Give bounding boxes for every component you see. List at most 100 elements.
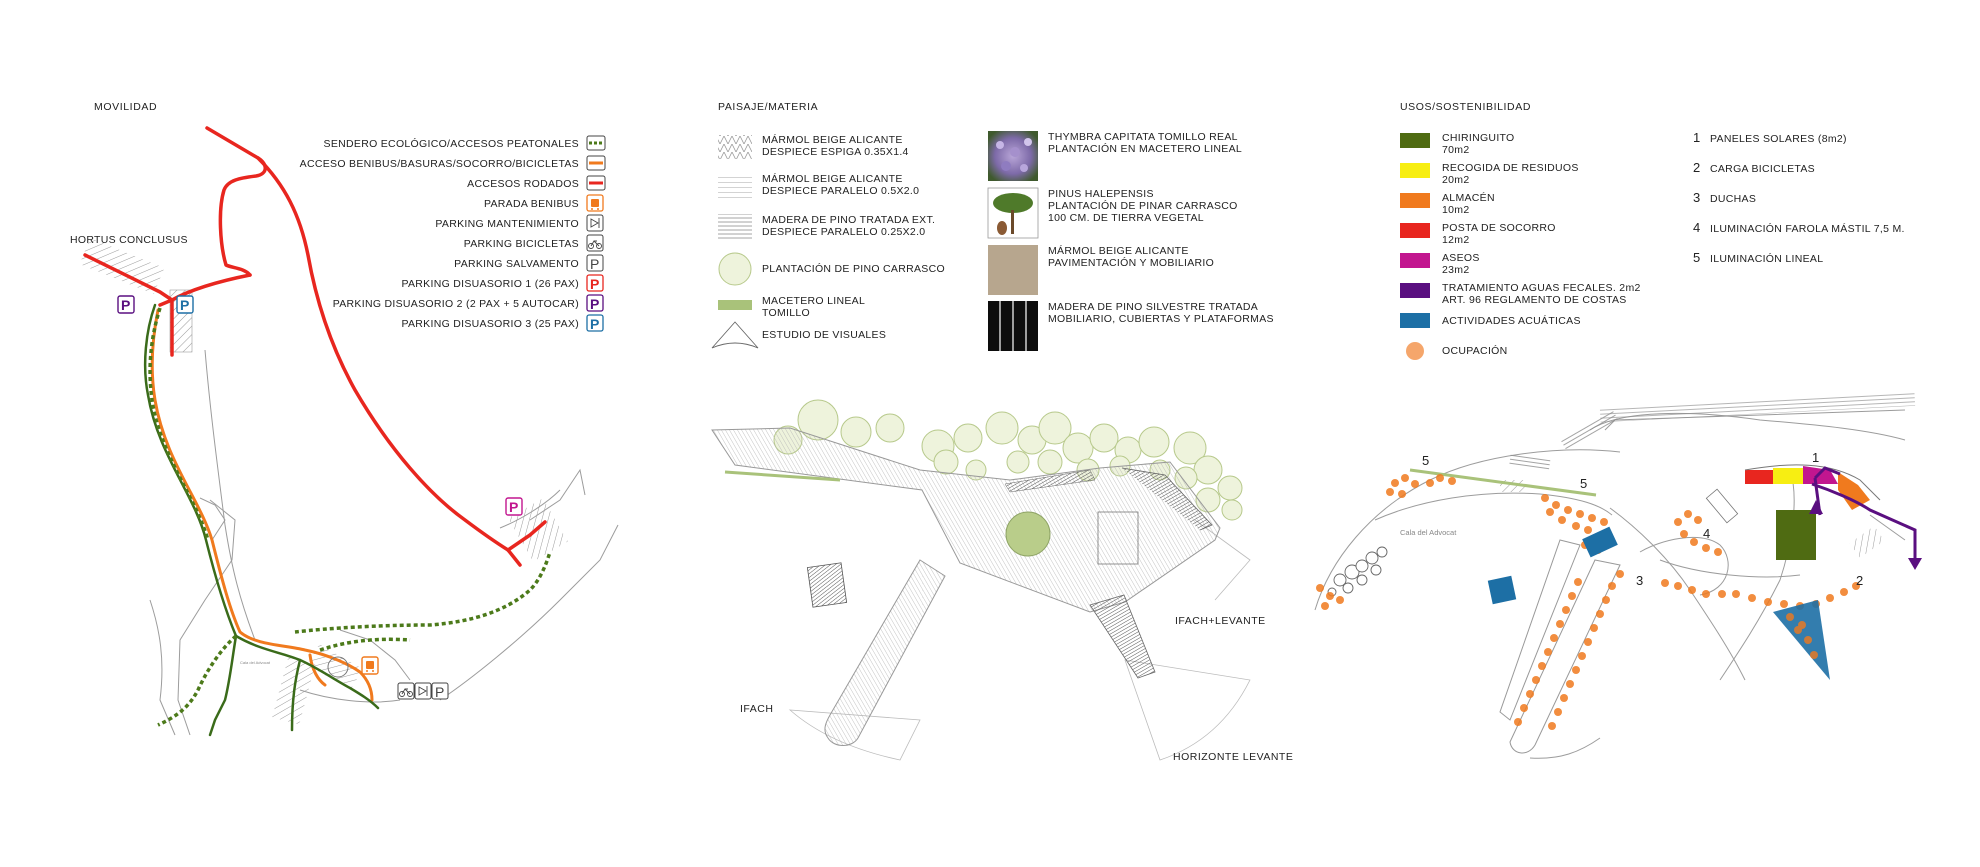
- usos-pier-2: [1499, 539, 1581, 721]
- legend-label-bus-stop: PARADA BENIBUS: [484, 198, 579, 210]
- view-cone-levante: [1124, 659, 1251, 761]
- legend-socorro: POSTA DE SOCORRO: [1442, 222, 1556, 234]
- marble-texture-icon: [988, 245, 1038, 295]
- parallel-swatch-icon: [718, 173, 752, 199]
- pine-tree-icon: [987, 187, 1039, 239]
- dashed-green-line-icon: [586, 135, 606, 151]
- legend-herringbone-line2: DESPIECE ESPIGA 0.35X1.4: [762, 146, 909, 158]
- swatch-aguas-fecales: [1400, 283, 1430, 298]
- tree-circle-icon: [718, 252, 752, 286]
- swatch-socorro: [1400, 223, 1430, 238]
- parking-blue-map-icon: P: [176, 295, 194, 314]
- parking-purple-icon: P: [586, 294, 604, 312]
- legend-thyme-line2: PLANTACIÓN EN MACETERO LINEAL: [1048, 142, 1242, 155]
- small-building: [806, 562, 848, 608]
- legend-number-5: 5: [1693, 250, 1701, 265]
- usos-title: USOS/SOSTENIBILIDAD: [1400, 101, 1531, 113]
- legend-dark-wood-line2: MOBILIARIO, CUBIERTAS Y PLATAFORMAS: [1048, 313, 1274, 325]
- legend-pine-line1: PINUS HALEPENSIS: [1048, 188, 1154, 200]
- legend-aguas-fecales: TRATAMIENTO AGUAS FECALES. 2m2: [1442, 282, 1641, 294]
- legend-actividades-acuaticas: ACTIVIDADES ACUÁTICAS: [1442, 314, 1581, 327]
- small-road-label: Cala del Advocat: [240, 660, 271, 665]
- legend-aguas-fecales-note: ART. 96 REGLAMENTO DE COSTAS: [1442, 294, 1627, 306]
- herringbone-swatch-icon: [718, 135, 752, 159]
- bus-map-icon: [361, 656, 379, 675]
- maintenance-icon: [586, 214, 604, 232]
- usos-rocks: [1327, 546, 1388, 597]
- red-line-icon: [586, 175, 606, 191]
- planter-icon: [718, 300, 752, 310]
- legend-residuos: RECOGIDA DE RESIDUOS: [1442, 162, 1579, 174]
- swatch-aseos: [1400, 253, 1430, 268]
- occupancy-dots: [1316, 474, 1860, 730]
- legend-planter-line1: MACETERO LINEAL: [762, 295, 865, 307]
- usos-stairs: [1500, 391, 1916, 558]
- paisaje-section: PAISAJE/MATERIA MÁRMOL BEIGE ALICANTE DE…: [711, 101, 1293, 763]
- svg-text:P: P: [121, 297, 130, 313]
- parking-white-map-icon: P: [431, 682, 449, 700]
- parking-red-icon: P: [586, 274, 604, 292]
- view-cone-icon: [711, 321, 759, 349]
- sewage-outlet-arrow: [1908, 558, 1922, 570]
- activity-zone: [1773, 600, 1830, 680]
- legend-almacen: ALMACÉN: [1442, 191, 1495, 204]
- parking-white-icon: P: [586, 254, 604, 272]
- legend-pine-line3: 100 CM. DE TIERRA VEGETAL: [1048, 212, 1204, 224]
- legend-residuos-area: 20m2: [1442, 174, 1469, 186]
- services-strip: [1744, 464, 1881, 510]
- legend-socorro-area: 12m2: [1442, 234, 1469, 246]
- swatch-residuos: [1400, 163, 1430, 178]
- view-label-horizonte-levante: HORIZONTE LEVANTE: [1173, 751, 1293, 763]
- planter-strip: [724, 470, 841, 482]
- water-activities-kiosk-1: [1582, 526, 1618, 558]
- legend-label-parking-1: PARKING DISUASORIO 1 (26 PAX): [401, 278, 579, 290]
- legend-label-ecological-path: SENDERO ECOLÓGICO/ACCESOS PEATONALES: [324, 137, 579, 150]
- parking-purple-map-icon: P: [117, 295, 135, 314]
- map-number-1: 1: [1812, 450, 1820, 465]
- pine-trees: [773, 399, 1243, 521]
- usos-plan: Cala del Advocat 5 5 1 2 3 4: [1314, 391, 1922, 759]
- map-number-5a: 5: [1422, 453, 1430, 468]
- legend-marble-line2: PAVIMENTACIÓN Y MOBILIARIO: [1048, 256, 1214, 269]
- orange-line-icon: [586, 155, 606, 171]
- maintenance-map-icon: [414, 682, 432, 700]
- bus-icon: [586, 194, 604, 212]
- legend-tree-line1: PLANTACIÓN DE PINO CARRASCO: [762, 262, 945, 275]
- movilidad-section: MOVILIDAD: [70, 101, 619, 737]
- roundabout: [327, 656, 349, 678]
- paisaje-legend-left: MÁRMOL BEIGE ALICANTE DESPIECE ESPIGA 0.…: [711, 133, 945, 349]
- legend-label-rescue-parking: PARKING SALVAMENTO: [454, 258, 579, 270]
- usos-section: USOS/SOSTENIBILIDAD CHIRINGUITO 70m2 REC…: [1314, 101, 1922, 759]
- view-label-ifach: IFACH: [740, 703, 773, 715]
- bicycle-icon: [586, 234, 604, 252]
- legend-label-bicycle-parking: PARKING BICICLETAS: [464, 238, 579, 250]
- paisaje-legend-right: THYMBRA CAPITATA TOMILLO REAL PLANTACIÓN…: [987, 131, 1274, 351]
- paisaje-plan: IFACH+LEVANTE IFACH HORIZONTE LEVANTE: [711, 399, 1293, 763]
- legend-bike-charging: CARGA BICICLETAS: [1710, 163, 1815, 175]
- legend-marble-line1: MÁRMOL BEIGE ALICANTE: [1048, 244, 1189, 257]
- legend-label-benibus-access: ACCESO BENIBUS/BASURAS/SOCORRO/BICICLETA…: [300, 158, 579, 170]
- wood-deck-top: [1121, 467, 1213, 531]
- map-number-3: 3: [1636, 573, 1644, 588]
- svg-text:P: P: [590, 256, 599, 272]
- kiosk-outline: [1097, 511, 1139, 565]
- swatch-chiringuito: [1400, 133, 1430, 148]
- hortus-conclusus-label: HORTUS CONCLUSUS: [70, 234, 188, 246]
- parking-blue-icon: P: [586, 314, 604, 332]
- svg-text:P: P: [435, 684, 444, 700]
- legend-number-1: 1: [1693, 130, 1701, 145]
- legend-number-3: 3: [1693, 190, 1701, 205]
- pier-south-west: [824, 559, 946, 746]
- movilidad-terrain: [149, 349, 619, 736]
- legend-linear-lighting: ILUMINACIÓN LINEAL: [1710, 252, 1823, 265]
- thyme-photo-icon: [988, 131, 1038, 181]
- legend-chiringuito: CHIRINGUITO: [1442, 132, 1515, 144]
- legend-number-4: 4: [1693, 220, 1701, 235]
- legend-almacen-area: 10m2: [1442, 204, 1469, 216]
- bicycle-map-icon: [397, 682, 415, 700]
- legend-label-parking-2: PARKING DISUASORIO 2 (2 PAX + 5 AUTOCAR): [333, 298, 579, 310]
- legend-aseos: ASEOS: [1442, 252, 1480, 264]
- legend-planter-line2: TOMILLO: [762, 307, 810, 319]
- legend-pine-line2: PLANTACIÓN DE PINAR CARRASCO: [1048, 199, 1238, 212]
